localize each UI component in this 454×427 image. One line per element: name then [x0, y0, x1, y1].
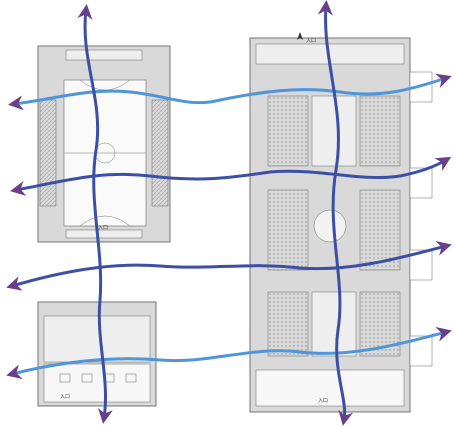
flow-lines — [6, 0, 452, 426]
flow-v2 — [317, 0, 354, 426]
building-sports-hall: 入口 — [37, 45, 171, 243]
main-top-entrance-label: 入口 — [306, 38, 316, 44]
north-arrow-icon — [297, 32, 303, 40]
main-bottom-entrance-label: 入口 — [318, 398, 328, 404]
gym-entrance-label: 入口 — [98, 225, 108, 231]
building-lower-left: 入口 — [37, 301, 157, 407]
lower-block-entrance-label: 入口 — [60, 394, 70, 400]
flow-v1 — [77, 4, 113, 424]
